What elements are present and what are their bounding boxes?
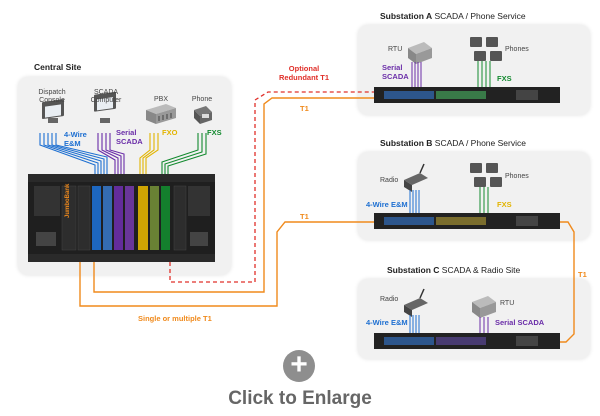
substation-a-rtu-icon	[408, 42, 432, 64]
central-serial-label: Serial SCADA	[116, 128, 143, 146]
substation-a-title: Substation A SCADA / Phone Service	[380, 11, 526, 21]
substation-a-rtu-label: RTU	[388, 46, 403, 53]
t1-c-label: T1	[578, 270, 587, 279]
click-to-enlarge-link[interactable]: Click to Enlarge	[228, 388, 372, 409]
scada-computer-label: SCADA Computer	[90, 89, 122, 104]
scada-computer-icon	[94, 91, 116, 123]
dispatch-console-icon	[42, 99, 64, 123]
substation-b-wires	[409, 187, 489, 213]
central-4wire-label: 4-Wire E&M	[64, 130, 87, 148]
substation-b-title: Substation B SCADA / Phone Service	[380, 138, 526, 148]
central-wires	[39, 133, 207, 175]
substation-c-serial-label: Serial SCADA	[495, 318, 545, 327]
t1-b-label: T1	[300, 212, 309, 221]
substation-b-4wire-label: 4-Wire E&M	[366, 200, 408, 209]
substation-b-radio-icon	[404, 163, 428, 192]
central-phone-icon	[194, 106, 212, 124]
single-multiple-t1-label: Single or multiple T1	[138, 314, 212, 323]
substation-a-unit	[374, 87, 560, 103]
substation-a-wires	[411, 61, 491, 87]
optional-t1-link	[169, 91, 375, 283]
substation-b-radio-label: Radio	[380, 177, 399, 184]
substation-b-fxs-label: FXS	[497, 200, 512, 209]
jumbobank-brand: JumboBank	[65, 183, 71, 218]
t1-link-a	[93, 97, 375, 293]
substation-a-phones-label: Phones	[505, 46, 529, 53]
substation-c-radio-label: Radio	[380, 296, 399, 303]
t1-link-c	[560, 221, 575, 343]
substation-c-unit	[374, 333, 560, 349]
jumbobank-chassis	[28, 174, 215, 262]
substation-b-phones-label: Phones	[505, 173, 529, 180]
substation-c-radio-icon	[404, 288, 428, 317]
substation-b-phones-icon	[470, 163, 502, 187]
optional-redundant-t1-label: Optional Redundant T1	[279, 64, 329, 82]
substation-c-title: Substation C SCADA & Radio Site	[387, 265, 521, 275]
dispatch-console-label: Dispatch Console	[38, 89, 66, 104]
t1-link-b	[79, 221, 375, 307]
substation-c-rtu-label: RTU	[500, 300, 515, 307]
substation-b-unit	[374, 213, 560, 229]
t1-a-label: T1	[300, 104, 309, 113]
substation-a-phones-icon	[470, 37, 502, 61]
pbx-label: PBX	[153, 96, 168, 103]
substation-a-fxs-label: FXS	[497, 74, 512, 83]
central-fxs-label: FXS	[207, 128, 222, 137]
substation-a-serial-label: Serial SCADA	[382, 63, 409, 81]
central-fxo-label: FXO	[162, 128, 178, 137]
enlarge-plus-icon[interactable]: +	[283, 350, 315, 382]
substation-c-rtu-icon	[472, 296, 496, 318]
central-site-title: Central Site	[34, 62, 82, 72]
pbx-icon	[146, 104, 176, 124]
substation-c-4wire-label: 4-Wire E&M	[366, 318, 408, 327]
phone-label: Phone	[191, 96, 213, 103]
substation-c-wires	[409, 315, 489, 333]
